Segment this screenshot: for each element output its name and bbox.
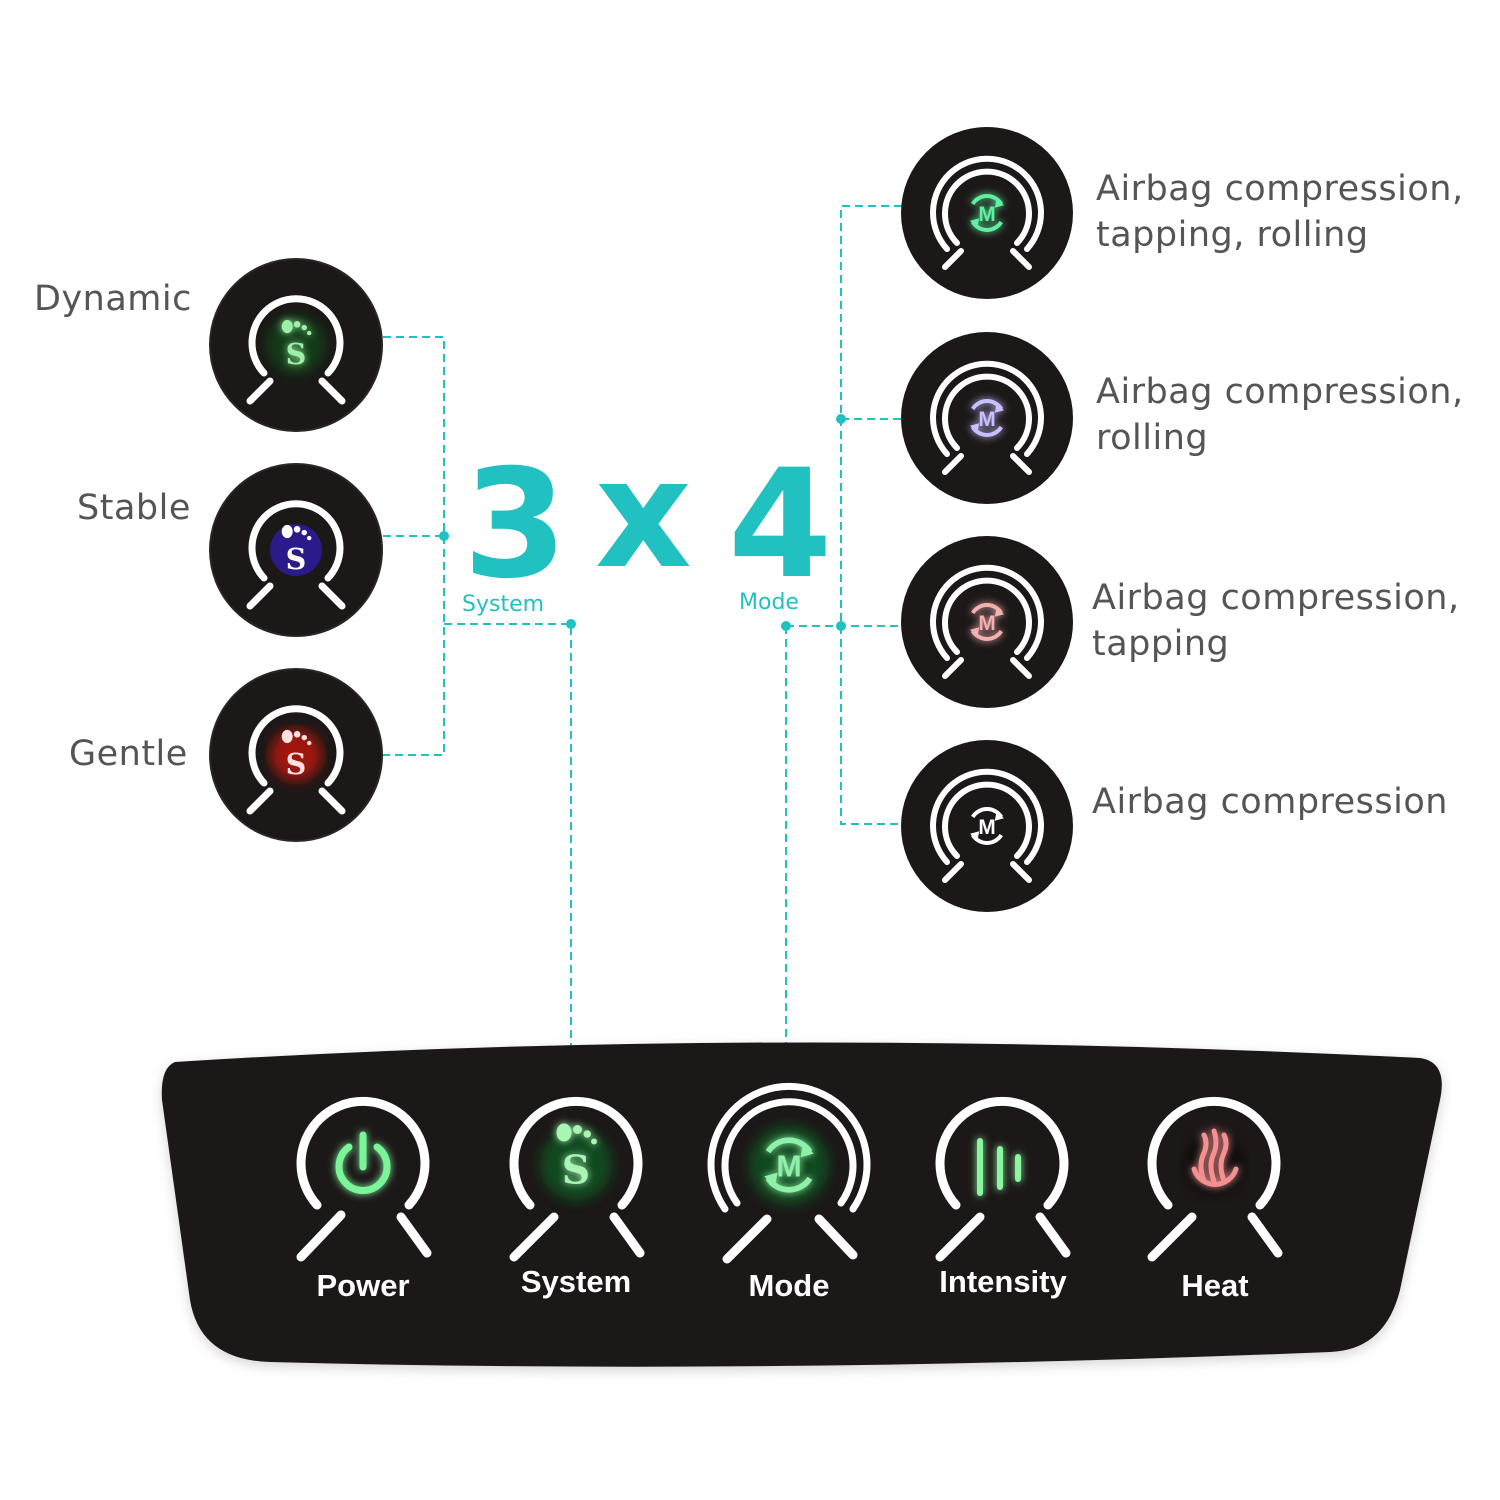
times-sign: x (595, 428, 692, 602)
mode-desc-1-line2: tapping, rolling (1096, 215, 1369, 255)
mode-sublabel: Mode (739, 590, 799, 615)
system-label-dynamic: Dynamic (34, 279, 192, 319)
heat-button-label: Heat (1181, 1268, 1249, 1303)
mode-desc-2-line1: Airbag compression, (1096, 372, 1464, 412)
system-label-gentle: Gentle (69, 734, 188, 774)
system-icon-stable (209, 463, 383, 637)
foot-s-icon (509, 1096, 645, 1262)
control-panel (161, 1042, 1442, 1371)
mode-count: 4 (728, 438, 833, 612)
heat-flame-icon (1147, 1096, 1283, 1262)
mode-desc-2-line2: rolling (1096, 418, 1209, 458)
system-button[interactable] (506, 1095, 646, 1245)
system-icon-gentle (209, 668, 383, 842)
mode-desc-4: Airbag compression (1092, 779, 1448, 825)
mode-desc-3-line2: tapping (1092, 624, 1230, 664)
mode-icon-4 (901, 740, 1073, 912)
system-connectors (383, 336, 572, 1080)
power-button[interactable] (293, 1095, 433, 1245)
heat-button[interactable] (1144, 1095, 1284, 1245)
mode-icon-3 (901, 536, 1073, 708)
system-icon-dynamic (209, 258, 383, 432)
mode-m-icon (707, 1082, 871, 1264)
intensity-button[interactable] (932, 1095, 1072, 1245)
mode-desc-1-line1: Airbag compression, (1096, 169, 1464, 209)
mode-button-label: Mode (748, 1268, 830, 1303)
mode-desc-3: Airbag compression, tapping (1092, 575, 1460, 667)
power-button-label: Power (316, 1268, 410, 1303)
mode-button[interactable] (709, 1080, 869, 1245)
mode-desc-2: Airbag compression, rolling (1096, 369, 1464, 461)
power-icon (296, 1096, 432, 1262)
mode-desc-1: Airbag compression, tapping, rolling (1096, 166, 1464, 258)
mode-icon-2 (901, 332, 1073, 504)
system-label-stable: Stable (77, 488, 191, 528)
system-count: 3 (463, 438, 568, 612)
system-sublabel: System (462, 592, 545, 617)
mode-desc-4-line1: Airbag compression (1092, 782, 1448, 822)
intensity-bars-icon (935, 1096, 1071, 1262)
mode-icon-1 (901, 127, 1073, 299)
intensity-button-label: Intensity (939, 1264, 1067, 1299)
mode-desc-3-line1: Airbag compression, (1092, 578, 1460, 618)
mode-connectors (785, 205, 902, 1080)
system-button-label: System (520, 1264, 632, 1299)
